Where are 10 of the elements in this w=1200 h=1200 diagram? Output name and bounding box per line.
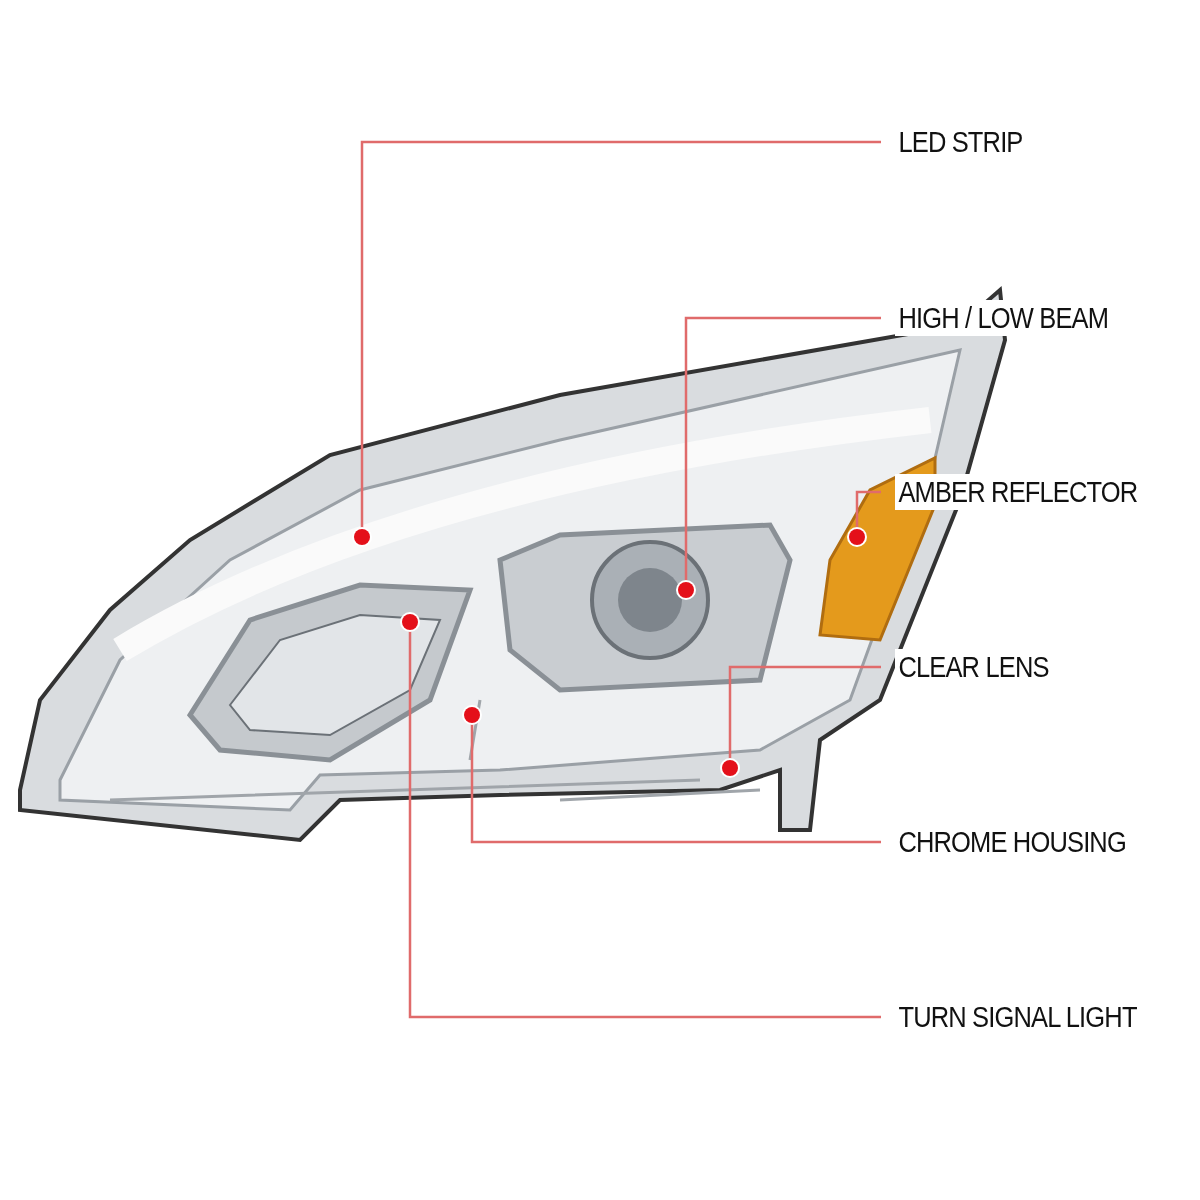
marker-dot (722, 760, 738, 776)
marker-dot (849, 529, 865, 545)
leader-line (470, 724, 881, 844)
marker-dot (464, 707, 480, 723)
leader-line (360, 140, 881, 528)
marker-dot (354, 529, 370, 545)
marker-dot (402, 614, 418, 630)
leader-line (684, 316, 881, 581)
leader-line (408, 631, 881, 1019)
marker-dot (678, 582, 694, 598)
